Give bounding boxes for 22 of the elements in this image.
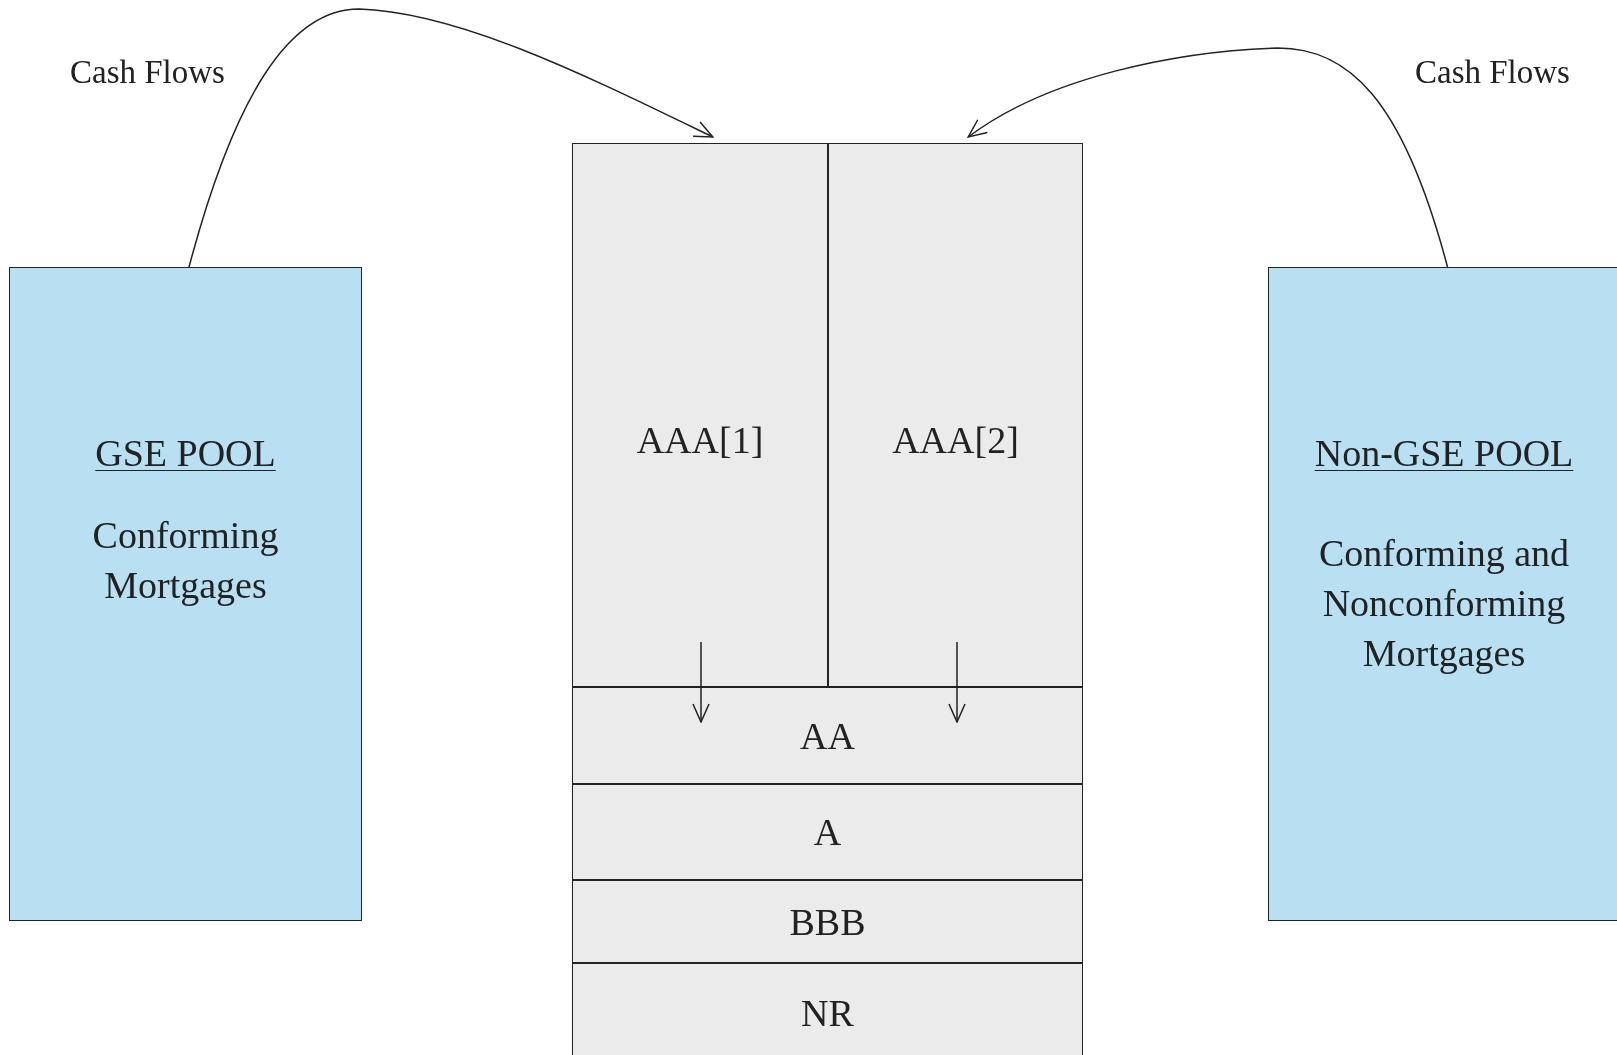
tranche-label: AAA[2]	[891, 418, 1020, 463]
tranche-label: BBB	[788, 899, 867, 945]
arrow	[967, 47, 1449, 268]
tranche-label: AAA[1]	[635, 418, 765, 463]
tranche-box	[572, 687, 1083, 784]
tranche-label: NR	[800, 991, 855, 1036]
pool-description: Conforming and Nonconforming Mortgages	[1317, 531, 1571, 676]
pool-heading: GSE POOL	[94, 431, 277, 476]
tranche-box	[572, 963, 1083, 1055]
tranche-label: A	[812, 810, 843, 855]
tranche-box	[572, 784, 1083, 880]
arrow	[692, 641, 710, 723]
tranche-box	[572, 880, 1083, 963]
arrow	[188, 8, 714, 268]
pool-description: Conforming Mortgages	[91, 513, 280, 608]
tranche-box	[572, 143, 828, 687]
tranche-box	[828, 143, 1083, 687]
pool-heading: Non-GSE POOL	[1313, 431, 1575, 476]
arrow	[948, 641, 966, 723]
pool-box	[9, 267, 362, 921]
tranche-label: AA	[799, 713, 856, 759]
pool-box	[1268, 267, 1617, 921]
